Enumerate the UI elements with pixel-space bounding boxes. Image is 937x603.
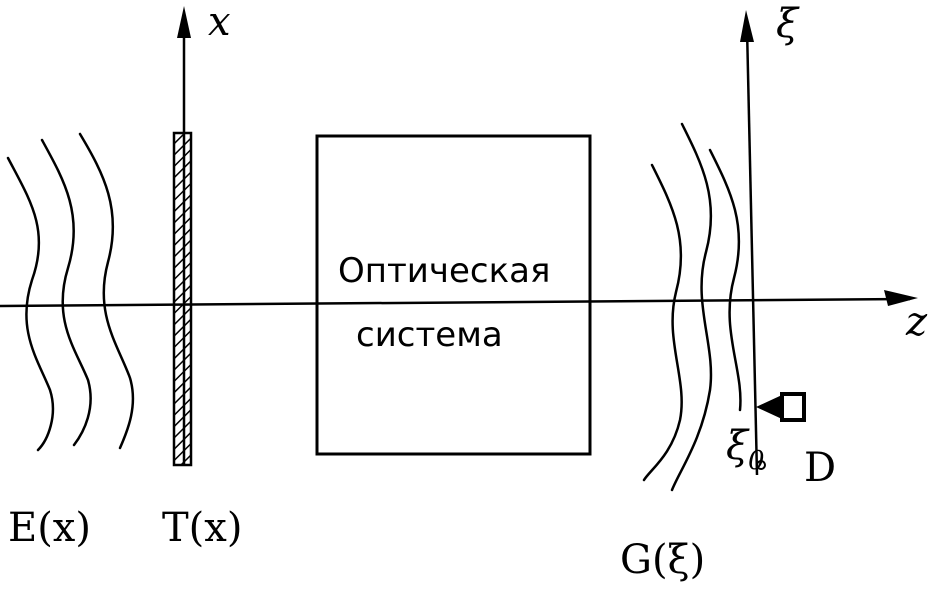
output-wavefront	[642, 163, 683, 482]
xi-axis-arrowhead	[740, 10, 754, 42]
x-axis-label: x	[208, 0, 231, 45]
z-axis-label: z	[906, 299, 928, 345]
input-wavefront	[6, 156, 55, 452]
detector-position-marker	[756, 460, 766, 470]
input-wavefronts	[6, 132, 135, 452]
transparency-plate	[172, 131, 193, 467]
detector-position-label: ξ0	[726, 423, 765, 474]
output-wavefronts	[642, 122, 742, 492]
z-axis-arrowhead	[884, 290, 918, 306]
optical-system-label-line1: Оптическая	[338, 251, 551, 291]
detector-position-subscript: 0	[748, 446, 765, 476]
input-field-label: E(x)	[8, 505, 91, 551]
detector-wedge	[756, 395, 782, 419]
transparency-label: T(x)	[162, 505, 243, 551]
x-axis-arrowhead	[177, 6, 191, 38]
detector-label: D	[804, 445, 837, 491]
output-wavefront	[670, 122, 713, 492]
output-wavefront	[708, 148, 742, 412]
detector-position-symbol: ξ	[726, 423, 749, 469]
xi-axis	[740, 10, 759, 476]
output-field-label: G(ξ)	[620, 537, 706, 583]
xi-axis-label: ξ	[776, 1, 799, 47]
detector-icon	[756, 392, 806, 422]
optical-system-label-line2: система	[356, 315, 503, 355]
optical-system-box	[315, 134, 592, 456]
detector-body	[780, 392, 806, 422]
input-wavefront	[40, 138, 92, 447]
z-axis	[0, 290, 918, 308]
input-wavefront	[78, 132, 135, 450]
